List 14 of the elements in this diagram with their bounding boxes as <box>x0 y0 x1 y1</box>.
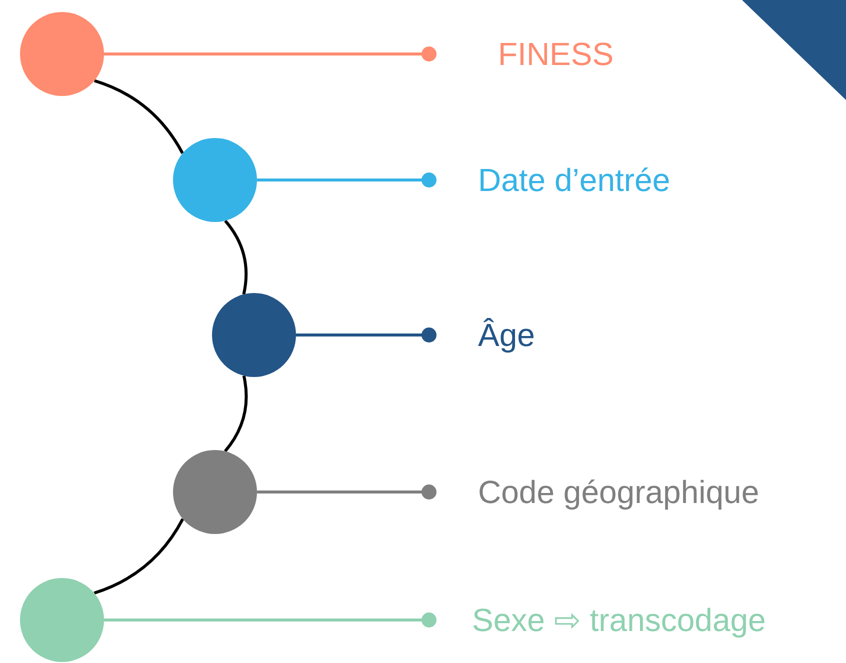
timeline-arc <box>224 220 248 295</box>
item-label: Âge <box>432 315 535 355</box>
connector-line <box>104 46 436 62</box>
connector-line <box>257 172 436 188</box>
item-label: Sexe ⇨ transcodage <box>432 600 766 640</box>
item-label: Date d’entrée <box>432 160 670 200</box>
connector-line <box>104 612 436 628</box>
timeline-arc <box>224 375 248 452</box>
connector-line <box>257 484 436 500</box>
timeline-arc <box>94 518 184 594</box>
item-label: FINESS <box>432 34 614 74</box>
connector-line <box>296 328 436 342</box>
timeline-arc <box>94 79 184 154</box>
item-label: Code géographique <box>432 472 760 512</box>
